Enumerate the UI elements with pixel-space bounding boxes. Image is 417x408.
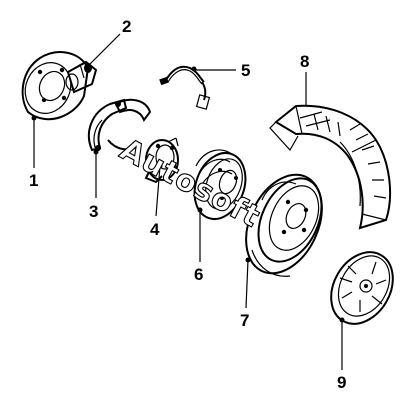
- callout-4: 4: [150, 220, 160, 239]
- part-5-sensor-cable: [159, 65, 211, 110]
- part-7-wheel-rim: [245, 173, 323, 277]
- callout-numbers: 1 2 3 4 5 6 7 8 9: [29, 17, 346, 392]
- part-3-brake-shoes: [87, 98, 152, 152]
- callout-1: 1: [29, 171, 38, 190]
- part-8-tire-section: [269, 104, 392, 230]
- callout-7: 7: [240, 311, 249, 330]
- leader-line-4: [155, 165, 161, 217]
- callout-3: 3: [89, 202, 98, 221]
- part-1-backing-plate: [21, 51, 90, 121]
- watermark-text: Autosoft: [114, 132, 266, 235]
- part-2-wheel-cylinder: [65, 60, 98, 94]
- callout-2: 2: [122, 17, 131, 36]
- leader-lines: [31, 33, 345, 370]
- callout-5: 5: [241, 61, 250, 80]
- leader-line-2: [87, 33, 121, 67]
- leader-line-7: [245, 259, 249, 309]
- part-6-brake-drum: [193, 149, 247, 220]
- callout-9: 9: [337, 373, 346, 392]
- callout-8: 8: [300, 52, 309, 71]
- callout-6: 6: [194, 265, 203, 284]
- part-9-hubcap: [330, 251, 394, 325]
